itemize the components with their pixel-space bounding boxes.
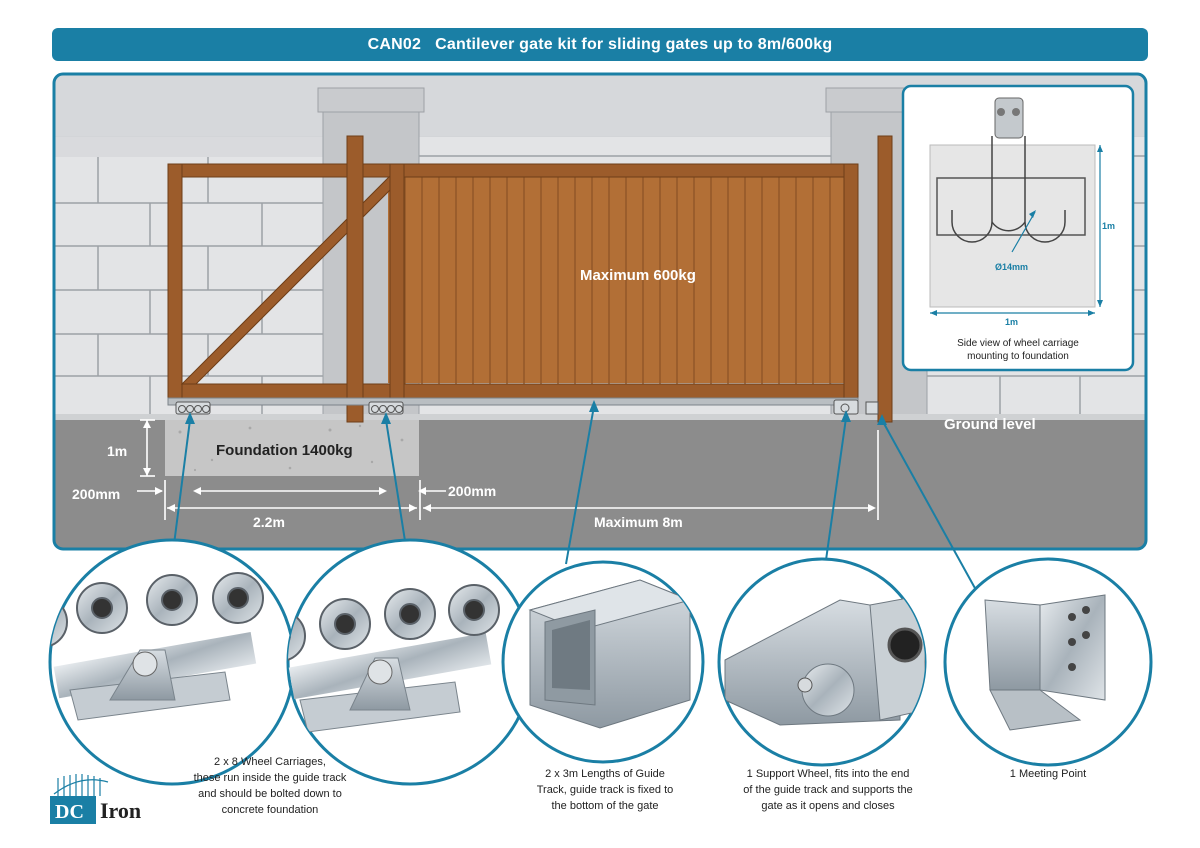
depth-label: 1m bbox=[107, 443, 127, 459]
gap-label: 200mm bbox=[448, 483, 496, 499]
title-banner: CAN02 Cantilever gate kit for sliding ga… bbox=[52, 28, 1148, 61]
rod-diameter-label: Ø14mm bbox=[995, 262, 1028, 272]
support-wheel-detail bbox=[717, 557, 927, 767]
logo-iron-text: Iron bbox=[100, 798, 141, 823]
meeting-point-detail bbox=[943, 557, 1153, 767]
inset-width-label: 1m bbox=[1005, 317, 1018, 327]
inset-caption-line-1: Side view of wheel carriage bbox=[957, 338, 1079, 349]
caption-line: and should be bolted down to bbox=[198, 788, 342, 800]
foundation-texture bbox=[178, 424, 404, 472]
pointer-lines bbox=[171, 405, 977, 591]
logo-railings-icon: DC Iron bbox=[50, 774, 141, 824]
opening-label: Maximum 8m bbox=[594, 514, 683, 530]
product-title: Cantilever gate kit for sliding gates up… bbox=[435, 35, 833, 53]
caption-line: 1 Support Wheel, fits into the end bbox=[746, 768, 910, 780]
caption-line: concrete foundation bbox=[221, 804, 319, 816]
foundation-label: Foundation 1400kg bbox=[216, 442, 353, 459]
product-code: CAN02 bbox=[367, 35, 422, 53]
dc-iron-logo: DC Iron bbox=[50, 768, 170, 828]
wheel-carriages-caption: 2 x 8 Wheel Carriages, these run inside … bbox=[170, 754, 370, 818]
wheel-carriage-detail-2 bbox=[286, 538, 534, 786]
caption-line: Track, guide track is fixed to bbox=[536, 784, 674, 796]
foundation-block bbox=[165, 420, 419, 476]
logo-dc-text: DC bbox=[55, 801, 84, 823]
left-offset-label: 200mm bbox=[72, 486, 120, 502]
inset-caption-line-2: mounting to foundation bbox=[967, 351, 1069, 362]
ground-level-label: Ground level bbox=[944, 416, 1036, 433]
caption-line: 2 x 8 Wheel Carriages, bbox=[214, 756, 326, 768]
inset-height-label: 1m bbox=[1102, 221, 1115, 231]
dimension-arrows bbox=[143, 420, 876, 512]
caption-line: gate as it opens and closes bbox=[761, 800, 895, 812]
side-view-inset: 1m 1m Ø14mm Side view of wheel carriage … bbox=[901, 84, 1135, 372]
guide-track-detail bbox=[501, 560, 705, 764]
caption-line: of the guide track and supports the bbox=[743, 784, 913, 796]
foundation-length-label: 2.2m bbox=[253, 514, 285, 530]
meeting-point-caption: 1 Meeting Point bbox=[978, 766, 1118, 782]
dimension-lines bbox=[137, 419, 879, 520]
gate bbox=[167, 135, 893, 423]
wheel-carriage-detail-1 bbox=[48, 538, 296, 786]
support-wheel-caption: 1 Support Wheel, fits into the end of th… bbox=[718, 766, 938, 814]
caption-line: 2 x 3m Lengths of Guide bbox=[545, 768, 665, 780]
guide-track-caption: 2 x 3m Lengths of Guide Track, guide tra… bbox=[505, 766, 705, 814]
caption-line: these run inside the guide track bbox=[193, 772, 347, 784]
gate-weight-label: Maximum 600kg bbox=[580, 267, 696, 284]
caption-line: 1 Meeting Point bbox=[1009, 768, 1087, 780]
caption-line: the bottom of the gate bbox=[551, 800, 659, 812]
